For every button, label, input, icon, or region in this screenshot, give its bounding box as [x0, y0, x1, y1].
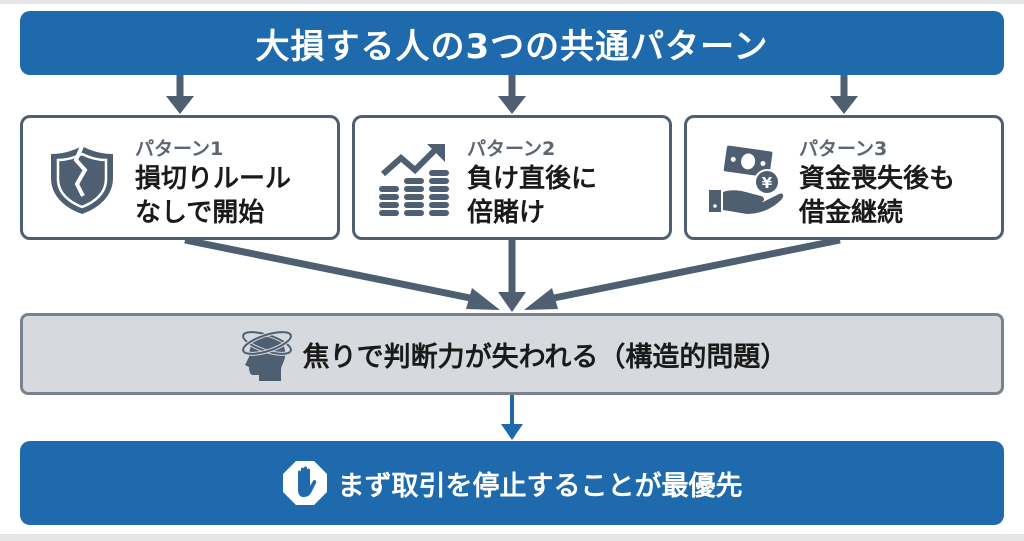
arrow-title-to-card-1: [166, 75, 194, 114]
pattern-card-2: パターン2 負け直後に 倍賭け: [352, 115, 672, 240]
pattern-line-1: 資金喪失後も: [799, 164, 956, 194]
pattern-description: 資金喪失後も 借金継続: [799, 162, 955, 230]
title-text: 大損する人の3つの共通パターン: [255, 26, 769, 67]
arrow-title-to-card-3: [830, 75, 858, 114]
structural-problem-box: 焦りで判断力が失われる（構造的問題）: [20, 313, 1004, 395]
pattern-line-2: 倍賭け: [467, 198, 546, 228]
bottom-edge-strip: [0, 534, 1024, 541]
broken-shield-icon: [51, 143, 113, 214]
pattern-description: 損切りルール なしで開始: [135, 162, 291, 230]
coins-rising-chart-icon: [379, 144, 449, 216]
arrow-middle-to-conclusion: [501, 395, 523, 440]
arrow-card-2-to-middle: [498, 240, 526, 312]
pattern-line-2: 借金継続: [799, 198, 904, 228]
conclusion-text: まず取引を停止することが最優先: [337, 470, 743, 502]
structural-problem-text: 焦りで判断力が失われる（構造的問題）: [302, 341, 788, 373]
top-edge-strip: [0, 0, 1024, 4]
pattern-line-1: 負け直後に: [467, 164, 598, 194]
pattern-line-1: 損切りルール: [135, 164, 292, 194]
pattern-label: パターン2: [467, 138, 556, 160]
title-banner: 大損する人の3つの共通パターン: [20, 11, 1004, 75]
pattern-label: パターン1: [135, 138, 224, 160]
head-orbit-icon: [240, 330, 293, 381]
pattern-card-1: パターン1 損切りルール なしで開始: [20, 115, 340, 240]
pattern-line-2: なしで開始: [135, 198, 265, 228]
money-hand-yen-icon: ¥: [709, 145, 784, 214]
arrow-card-3-to-middle: [524, 236, 841, 310]
conclusion-banner: まず取引を停止することが最優先: [20, 441, 1004, 525]
arrow-card-1-to-middle: [184, 236, 500, 310]
arrow-title-to-card-2: [498, 75, 526, 114]
pattern-card-3: ¥ パターン3 資金喪失後も 借金継続: [684, 115, 1004, 240]
pattern-description: 負け直後に 倍賭け: [467, 162, 597, 230]
stop-hand-icon: [282, 461, 327, 505]
svg-text:¥: ¥: [762, 174, 773, 192]
pattern-label: パターン3: [799, 138, 888, 160]
